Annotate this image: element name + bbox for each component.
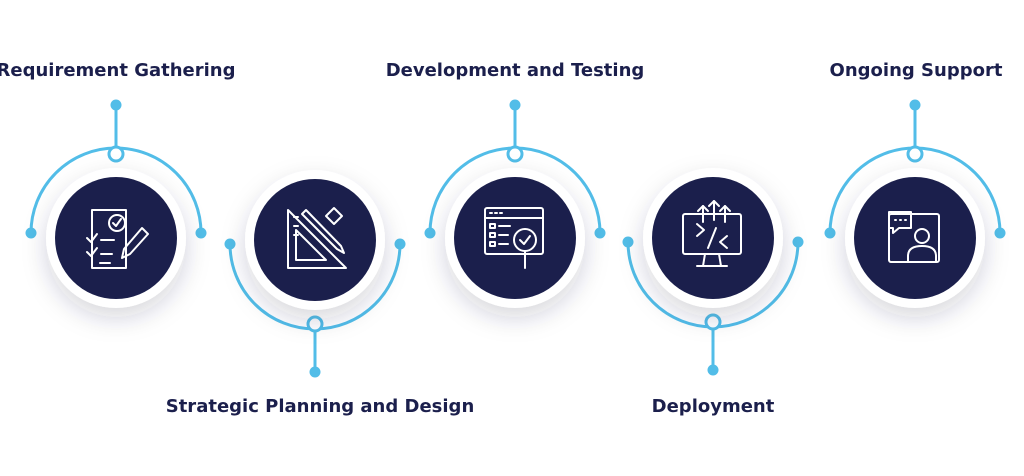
support-chat-person-icon — [888, 211, 940, 263]
step-2-circle — [254, 179, 376, 301]
ruler-triangle-pencil-icon — [287, 207, 347, 269]
step-5-connector — [824, 99, 1006, 239]
step-1-circle — [55, 177, 177, 299]
step-3-connector — [424, 99, 606, 239]
requirements-checklist-icon — [86, 209, 149, 269]
step-4-label: Deployment — [651, 396, 775, 417]
monitor-upload-icon — [682, 200, 742, 267]
code-window-magnifier-icon — [484, 207, 544, 269]
step-5-label: Ongoing Support — [829, 60, 1003, 81]
step-4-connector — [622, 236, 804, 376]
step-1-label: Requirement Gathering — [0, 60, 236, 81]
step-2-label: Strategic Planning and Design — [165, 396, 475, 417]
step-3-label: Development and Testing — [385, 60, 645, 81]
step-1-connector — [25, 99, 207, 239]
step-2-connector — [224, 238, 406, 378]
